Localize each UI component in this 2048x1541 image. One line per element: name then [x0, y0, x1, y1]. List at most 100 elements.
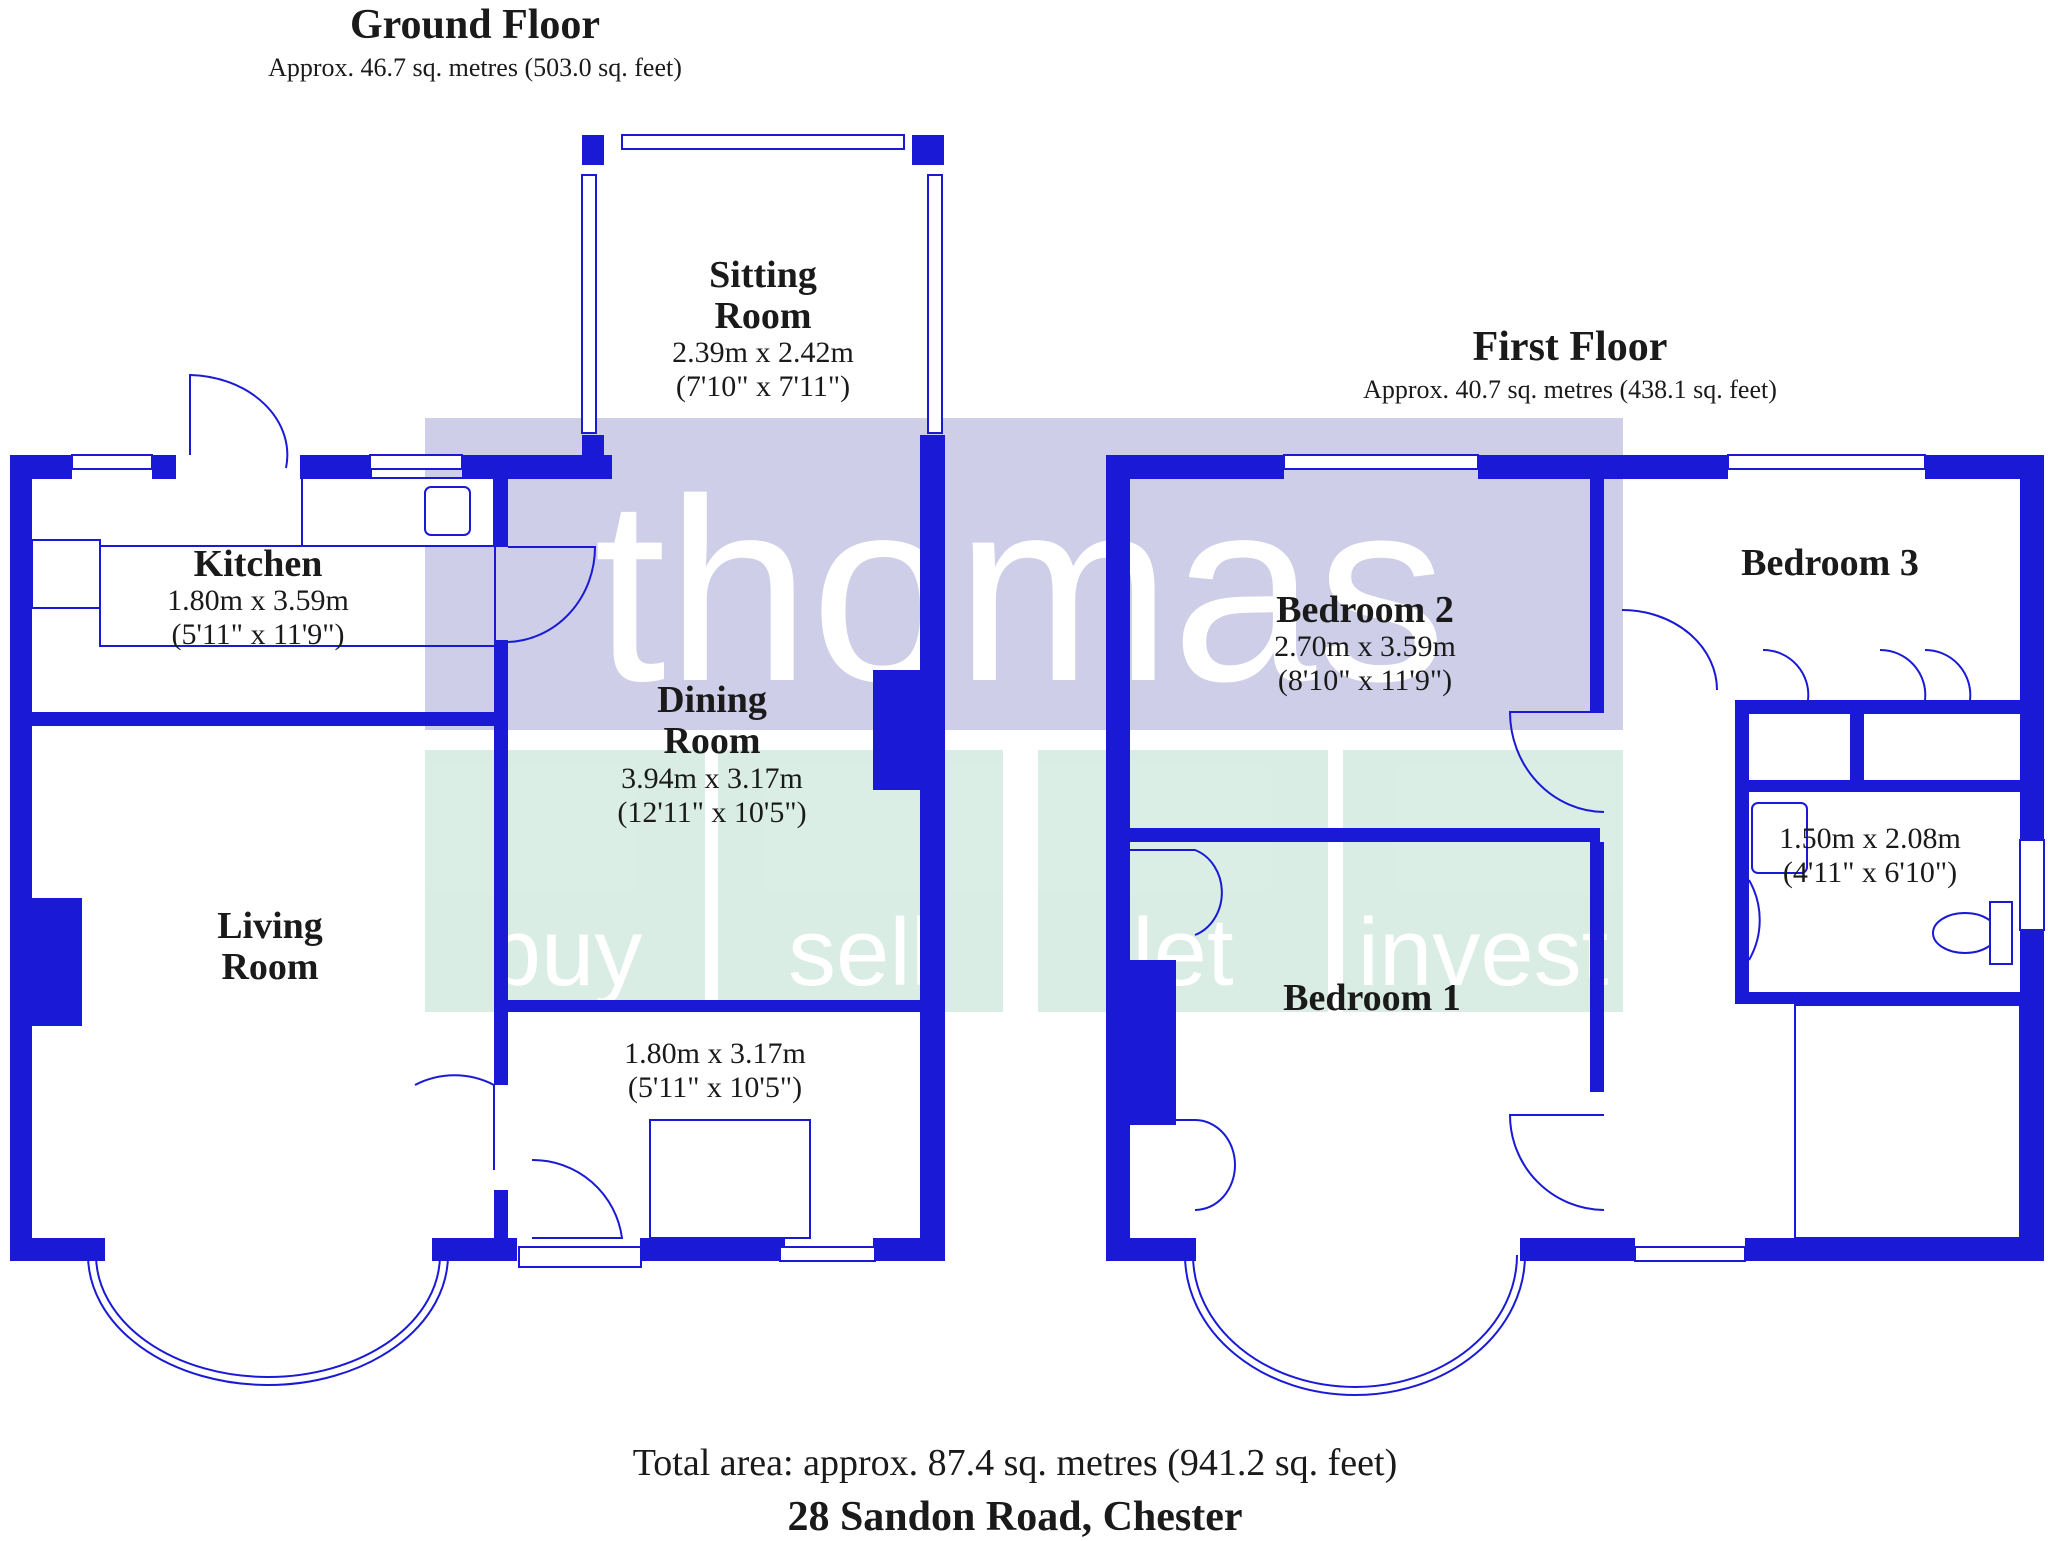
- wardrobe-door: [1130, 849, 1223, 936]
- first-floor-fixtures: [1283, 454, 2045, 1262]
- wall: [494, 477, 508, 547]
- wall: [432, 1238, 517, 1261]
- dining-room-label-1: Dining: [657, 679, 767, 721]
- watermark-brand: thomas: [594, 446, 1447, 736]
- ground-floor-plan: [10, 135, 945, 1261]
- ground-floor-fixtures: [31, 134, 943, 1268]
- bedroom-3-label: Bedroom 3: [1741, 542, 1919, 584]
- wall: [912, 135, 944, 165]
- bedroom-2-label: Bedroom 2: [1276, 589, 1454, 631]
- cistern: [1989, 901, 2013, 965]
- wall: [152, 455, 176, 479]
- wall: [508, 1000, 920, 1012]
- watermark-tag-sell: sell: [788, 899, 932, 1006]
- door-swing: [189, 373, 289, 469]
- wall: [582, 435, 604, 479]
- wall: [1106, 455, 1284, 479]
- bay-window: [1192, 1254, 1518, 1388]
- front-door-step: [518, 1246, 642, 1268]
- hall-dim-m: 1.80m x 3.17m: [624, 1037, 806, 1070]
- sitting-room-label-2: Room: [714, 295, 811, 337]
- wall: [1745, 1238, 2044, 1261]
- wall: [1735, 700, 2025, 714]
- window: [1727, 454, 1926, 470]
- ground-floor-area: Approx. 46.7 sq. metres (503.0 sq. feet): [268, 53, 682, 82]
- window: [1634, 1246, 1746, 1262]
- total-area: Total area: approx. 87.4 sq. metres (941…: [633, 1442, 1398, 1484]
- first-floor-doors: [1130, 609, 1972, 1396]
- first-floor-plan: [1106, 455, 2044, 1261]
- window: [621, 134, 905, 150]
- wall: [1925, 455, 2044, 479]
- wall: [1478, 455, 1728, 479]
- dining-room-dim-m: 3.94m x 3.17m: [621, 762, 803, 795]
- wall: [582, 135, 604, 165]
- stairs: [1794, 1004, 2021, 1239]
- watermark: thomas buy sell let invest: [425, 418, 1623, 1012]
- window: [2019, 839, 2045, 931]
- door-swing: [1508, 711, 1605, 813]
- wall: [30, 712, 500, 726]
- watermark-tag-buy: buy: [488, 899, 643, 1006]
- watermark-tile-sell: [718, 750, 1003, 1012]
- ground-floor-doors: [87, 373, 624, 1386]
- wall: [10, 455, 32, 1261]
- wall: [494, 640, 508, 1085]
- first-floor-title: First Floor: [1473, 324, 1668, 370]
- wall: [920, 455, 945, 1261]
- window: [71, 454, 153, 470]
- wall: [920, 435, 945, 479]
- door-swing: [531, 1158, 624, 1239]
- watermark-tile-invest: [1343, 750, 1623, 1012]
- kitchen-dim-ft: (5'11" x 11'9"): [171, 618, 344, 651]
- bedroom-1-label: Bedroom 1: [1283, 977, 1461, 1019]
- stairs: [649, 1119, 811, 1239]
- bathroom-dim-ft: (4'11" x 6'10"): [1783, 856, 1957, 889]
- hall-dim-ft: (5'11" x 10'5"): [628, 1071, 802, 1104]
- toilet: [1932, 912, 1998, 954]
- wall: [1735, 780, 2025, 792]
- property-address: 28 Sandon Road, Chester: [787, 1494, 1242, 1540]
- chimney-breast: [873, 670, 923, 790]
- window: [1283, 454, 1479, 470]
- wall: [1520, 1238, 1635, 1261]
- wall: [300, 455, 372, 479]
- bay-window: [95, 1254, 441, 1378]
- chimney-breast: [1128, 960, 1176, 1125]
- wall: [1106, 1238, 1196, 1261]
- dining-room-dim-ft: (12'11" x 10'5"): [617, 796, 806, 829]
- ground-floor-title: Ground Floor: [350, 2, 600, 48]
- kitchen-label: Kitchen: [194, 543, 323, 585]
- bathroom-dim-m: 1.50m x 2.08m: [1779, 822, 1961, 855]
- first-floor-area: Approx. 40.7 sq. metres (438.1 sq. feet): [1363, 375, 1777, 404]
- shower-tray: [1751, 802, 1808, 874]
- window: [779, 1246, 876, 1262]
- door-swing: [507, 546, 597, 643]
- window: [927, 174, 943, 434]
- window: [581, 174, 597, 434]
- door-swing: [1508, 1114, 1605, 1211]
- bedroom-2-dim-m: 2.70m x 3.59m: [1274, 630, 1456, 663]
- living-room-label-2: Room: [221, 946, 318, 988]
- sitting-room-dim-m: 2.39m x 2.42m: [672, 336, 854, 369]
- window: [369, 454, 463, 470]
- bay-window: [1184, 1254, 1526, 1396]
- wall: [1590, 477, 1604, 712]
- wall: [494, 1190, 508, 1240]
- sitting-room-dim-ft: (7'10" x 7'11"): [676, 370, 850, 403]
- door-swing: [1621, 609, 1718, 691]
- wardrobe-door: [1879, 648, 1972, 701]
- wall: [1850, 700, 1864, 788]
- watermark-tile-buy: [425, 750, 705, 1012]
- living-room-label-1: Living: [217, 905, 323, 947]
- watermark-tag-invest: invest: [1358, 899, 1609, 1006]
- door-swing: [414, 1074, 495, 1170]
- wall: [10, 455, 72, 479]
- wardrobe-door: [1130, 1119, 1236, 1211]
- wall: [1128, 828, 1600, 842]
- wall: [1106, 455, 1130, 1261]
- dining-room-label-2: Room: [663, 720, 760, 762]
- wall: [1735, 992, 2025, 1004]
- sink: [424, 486, 471, 536]
